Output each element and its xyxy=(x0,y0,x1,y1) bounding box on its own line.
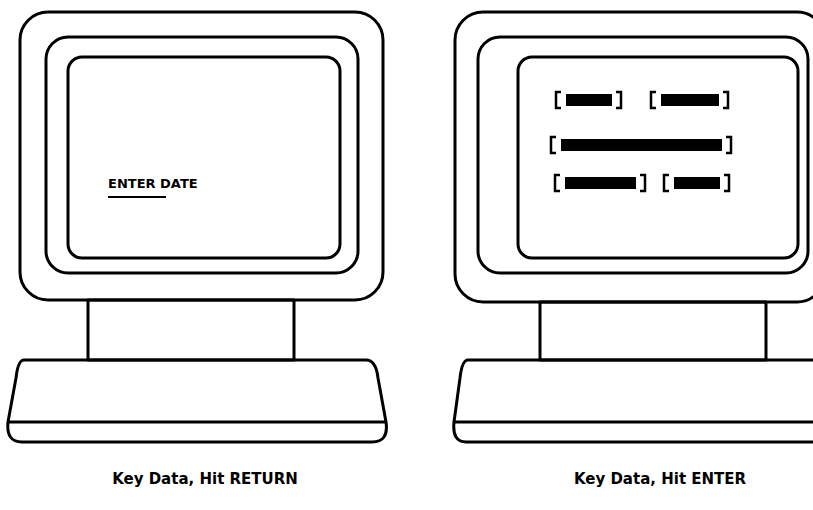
monitor-base xyxy=(8,360,387,442)
monitor-inner-bezel xyxy=(46,37,358,273)
monitor-screen xyxy=(518,57,798,258)
monitor-base xyxy=(454,360,813,442)
field-bars xyxy=(561,94,722,189)
field-brackets xyxy=(551,92,731,191)
input-underline xyxy=(108,196,166,198)
caption-text: Key Data, Hit ENTER xyxy=(574,470,746,488)
monitor-bezel xyxy=(455,12,813,302)
monitor-bezel xyxy=(20,12,383,300)
monitor-neck xyxy=(88,300,294,360)
screen-prompt: ENTER DATE xyxy=(108,176,198,191)
monitor-neck xyxy=(540,302,766,360)
monitor-inner-bezel xyxy=(478,37,808,273)
base-edge xyxy=(455,421,813,424)
caption-text: Key Data, Hit RETURN xyxy=(112,470,298,488)
base-edge xyxy=(9,421,387,424)
monitor-screen xyxy=(68,57,340,258)
